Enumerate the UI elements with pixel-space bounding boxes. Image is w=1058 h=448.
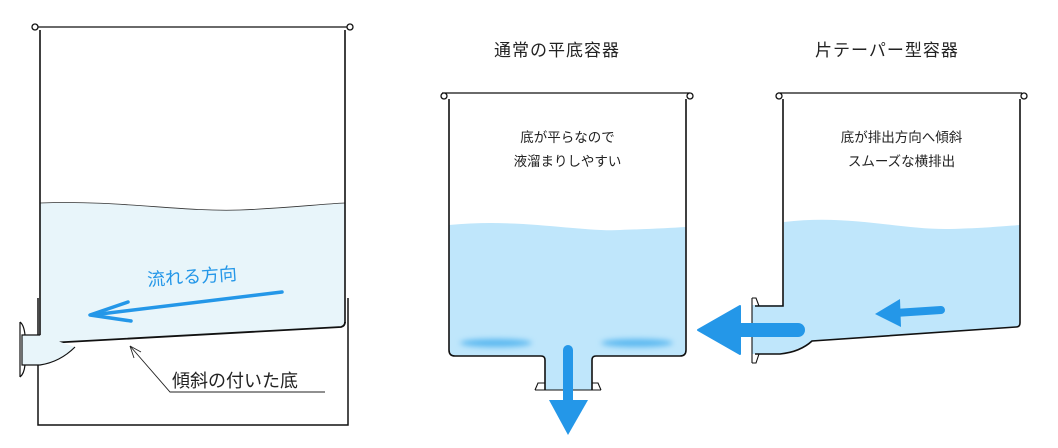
flat-bottom-title: 通常の平底容器 <box>494 41 620 61</box>
middle-puddle-left <box>460 339 532 347</box>
middle-rim-lug-left <box>440 92 448 100</box>
right-rim-lug-right <box>1020 92 1028 100</box>
right-discharge-arrow <box>697 305 805 355</box>
left-rim-lug-left <box>31 23 39 31</box>
left-vessel <box>19 23 354 426</box>
middle-wall-left <box>448 99 546 390</box>
left-liquid-surface <box>39 202 346 211</box>
right-liquid <box>752 219 1020 354</box>
left-callout-arrowhead <box>129 345 142 359</box>
left-liquid <box>40 202 345 343</box>
middle-liquid <box>449 223 686 390</box>
single-taper-title: 片テーパー型容器 <box>815 41 959 61</box>
flat-bottom-note-line1: 底が平らなので <box>520 130 615 146</box>
right-wall-left <box>755 99 784 307</box>
tilted-bottom-label: 傾斜の付いた底 <box>172 371 298 392</box>
middle-vessel <box>440 92 694 435</box>
middle-rim-lug-right <box>686 92 694 100</box>
middle-drain-arrow <box>549 345 588 435</box>
left-flow-arrow <box>88 290 284 323</box>
right-tapered-bottom <box>755 99 1021 355</box>
left-outlet-ferrule <box>19 321 26 378</box>
right-flow-arrow <box>875 299 945 327</box>
left-rim-lug-right <box>346 23 354 31</box>
right-vessel <box>697 92 1028 364</box>
single-taper-note-line2: スムーズな横排出 <box>847 154 956 170</box>
flat-bottom-note: 底が平らなので 液溜まりしやすい <box>449 126 686 174</box>
flat-bottom-note-line2: 液溜まりしやすい <box>513 154 622 170</box>
single-taper-note-line1: 底が排出方向へ傾斜 <box>840 130 963 146</box>
middle-wall-right <box>591 99 687 390</box>
left-callout-leader <box>129 345 325 393</box>
right-rim-lug-left <box>775 92 783 100</box>
middle-puddle-right <box>601 339 673 347</box>
single-taper-note: 底が排出方向へ傾斜 スムーズな横排出 <box>783 126 1020 174</box>
